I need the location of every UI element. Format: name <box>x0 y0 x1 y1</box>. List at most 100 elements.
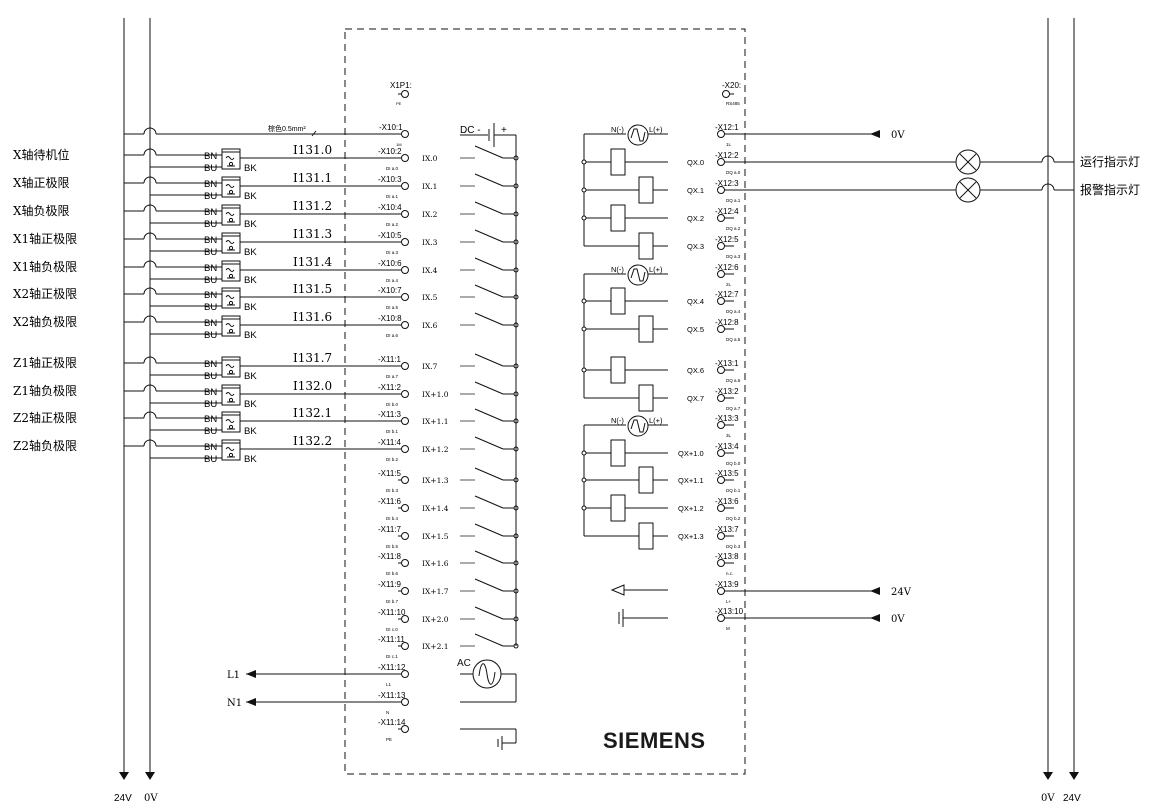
terminal-label: -X10:2 <box>378 147 402 156</box>
pin-bn-label: BN <box>204 318 217 329</box>
terminal-circle-icon[interactable] <box>401 362 409 370</box>
relay-coil-icon <box>610 494 626 522</box>
arrow-left-icon <box>870 614 880 622</box>
terminal-label: -X11:11 <box>378 635 405 644</box>
terminal-circle-icon[interactable] <box>401 670 409 678</box>
supply-l-label: L(+) <box>649 265 663 274</box>
terminal-circle-icon[interactable] <box>401 390 409 398</box>
switch-contact-icon <box>474 173 504 187</box>
junction-dot-icon <box>581 215 587 221</box>
terminal-label: -X11:5 <box>378 469 402 478</box>
switch-contact-icon <box>474 229 504 243</box>
terminal-circle-icon[interactable] <box>401 238 409 246</box>
terminal-circle-icon[interactable] <box>401 293 409 301</box>
input-address: IX.4 <box>422 266 438 275</box>
input-address: IX.0 <box>422 154 438 163</box>
terminal-circle-icon[interactable] <box>401 559 409 567</box>
terminal-circle-icon[interactable] <box>401 90 409 98</box>
svg-text:-X10:1: -X10:1 <box>379 123 403 132</box>
pin-bu-label: BU <box>204 275 217 286</box>
terminal-sub-label: DI b.1 <box>386 429 399 434</box>
terminal-circle-icon[interactable] <box>717 476 725 484</box>
terminal-circle-icon[interactable] <box>401 417 409 425</box>
terminal-circle-icon[interactable] <box>717 449 725 457</box>
terminal-circle-icon[interactable] <box>717 559 725 567</box>
pin-bk-label: BK <box>244 247 257 258</box>
pin-bn-label: BN <box>204 414 217 425</box>
junction-dot-icon <box>581 505 587 511</box>
terminal-circle-icon[interactable] <box>722 90 730 98</box>
terminal-circle-icon[interactable] <box>717 270 725 278</box>
input-address: IX+1.6 <box>422 559 449 568</box>
pin-bu-label: BU <box>204 219 217 230</box>
pin-bu-label: BU <box>204 191 217 202</box>
terminal-circle-icon[interactable] <box>717 325 725 333</box>
supply-l-label: L(+) <box>649 416 663 425</box>
terminal-circle-icon[interactable] <box>717 421 725 429</box>
terminal-circle-icon[interactable] <box>717 587 725 595</box>
output-terminal-row: -X12:2DQ a.0QX.0 <box>584 151 741 175</box>
spare-input-row: -X11:5DI b.3IX+1.3 <box>378 467 519 493</box>
spare-input-row: -X11:7DI b.5IX+1.5 <box>378 523 519 549</box>
svg-text:X1P1:: X1P1: <box>390 81 412 90</box>
terminal-label: -X13:5 <box>715 469 739 478</box>
terminal-circle-icon[interactable] <box>401 615 409 623</box>
relay-coil-icon <box>638 384 654 412</box>
input-address: IX.1 <box>422 182 437 191</box>
terminal-sub-label: DI c.1 <box>386 654 398 659</box>
terminal-circle-icon[interactable] <box>401 182 409 190</box>
relay-coil-icon <box>638 522 654 550</box>
terminal-circle-icon[interactable] <box>401 266 409 274</box>
terminal-circle-icon[interactable] <box>717 242 725 250</box>
terminal-label: -X11:10 <box>378 608 406 617</box>
pin-bk-label: BK <box>244 426 257 437</box>
terminal-label: -X12:7 <box>715 290 739 299</box>
plc-module-outline <box>344 28 746 775</box>
terminal-circle-icon[interactable] <box>717 366 725 374</box>
terminal-circle-icon[interactable] <box>717 158 725 166</box>
terminal-label: -X10:3 <box>378 175 402 184</box>
input-address: IX+1.4 <box>422 504 449 513</box>
terminal-circle-icon[interactable] <box>717 532 725 540</box>
terminal-sub-label: L+ <box>726 599 732 604</box>
terminal-circle-icon[interactable] <box>401 504 409 512</box>
terminal-circle-icon[interactable] <box>717 297 725 305</box>
terminal-circle-icon[interactable] <box>401 698 409 706</box>
terminal-circle-icon[interactable] <box>401 210 409 218</box>
terminal-circle-icon[interactable] <box>717 130 725 138</box>
spare-input-row: -X11:6DI b.4IX+1.4 <box>378 495 519 521</box>
terminal-circle-icon[interactable] <box>401 476 409 484</box>
terminal-label: -X12:6 <box>715 263 739 272</box>
terminal-circle-icon[interactable] <box>401 532 409 540</box>
terminal-circle-icon[interactable] <box>717 614 725 622</box>
terminal-circle-icon[interactable] <box>401 154 409 162</box>
terminal-circle-icon[interactable] <box>717 186 725 194</box>
terminal-circle-icon[interactable] <box>401 725 409 733</box>
terminal-label: -X11:8 <box>378 552 402 561</box>
terminal-circle-icon[interactable] <box>401 321 409 329</box>
output-terminal-row: -X12:4DQ a.2QX.2 <box>584 207 741 231</box>
pin-bk-label: BK <box>244 399 257 410</box>
external-feed: 24V <box>734 587 912 598</box>
terminal-circle-icon[interactable] <box>401 130 409 138</box>
terminal-label: -X12:8 <box>715 318 739 327</box>
terminal-circle-icon[interactable] <box>717 394 725 402</box>
terminal-circle-icon[interactable] <box>717 504 725 512</box>
plc-address: I131.3 <box>293 227 332 241</box>
terminal-circle-icon[interactable] <box>401 642 409 650</box>
terminal-sub-label: DQ a.5 <box>726 337 741 342</box>
pin-bk-label: BK <box>244 275 257 286</box>
switch-contact-icon <box>474 201 504 215</box>
terminal-circle-icon[interactable] <box>717 214 725 222</box>
terminal-label: -X13:9 <box>715 580 739 589</box>
terminal-circle-icon[interactable] <box>401 587 409 595</box>
output-address: QX.4 <box>687 297 704 306</box>
output-terminal-row: -X12:3DQ a.1QX.1 <box>584 179 741 203</box>
feed-label: N1 <box>227 698 242 709</box>
terminal-circle-icon[interactable] <box>401 445 409 453</box>
